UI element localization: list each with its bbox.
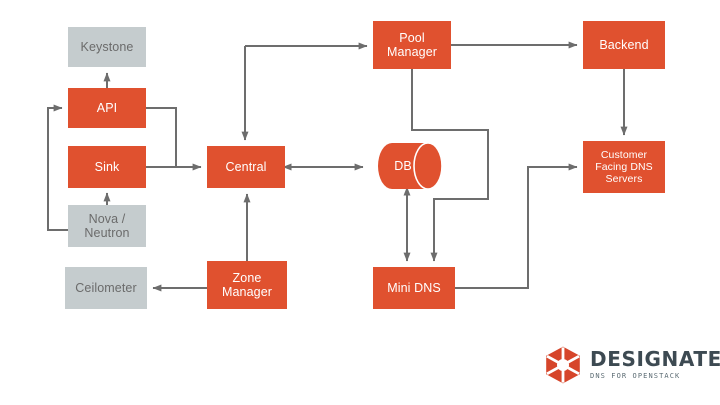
node-keystone[interactable]	[68, 27, 146, 67]
node-mini-dns[interactable]	[373, 267, 455, 309]
designate-logo: DESIGNATE DNS FOR OPENSTACK	[543, 342, 720, 388]
edge-pool-minidns	[411, 69, 489, 262]
edge-layer	[47, 41, 628, 292]
designate-hexagon-logo-icon	[546, 346, 580, 384]
node-customer-facing-dns-servers[interactable]	[583, 141, 665, 193]
node-sink[interactable]	[68, 146, 146, 188]
edge-nova-api	[47, 104, 68, 231]
logo-wordmark: DESIGNATE	[590, 347, 720, 371]
edge-api-central	[146, 107, 177, 167]
node-pool-manager[interactable]	[373, 21, 451, 69]
logo-text-block: DESIGNATE DNS FOR OPENSTACK	[590, 349, 720, 381]
node-layer	[65, 21, 665, 309]
node-nova-neutron[interactable]	[68, 205, 146, 247]
node-ceilometer[interactable]	[65, 267, 147, 309]
node-central[interactable]	[207, 146, 285, 188]
node-db[interactable]	[378, 142, 443, 190]
logo-tagline: DNS FOR OPENSTACK	[590, 372, 681, 380]
node-api[interactable]	[68, 88, 146, 128]
node-zone-manager[interactable]	[207, 261, 287, 309]
edge-minidns-customer	[455, 163, 578, 289]
node-backend[interactable]	[583, 21, 665, 69]
